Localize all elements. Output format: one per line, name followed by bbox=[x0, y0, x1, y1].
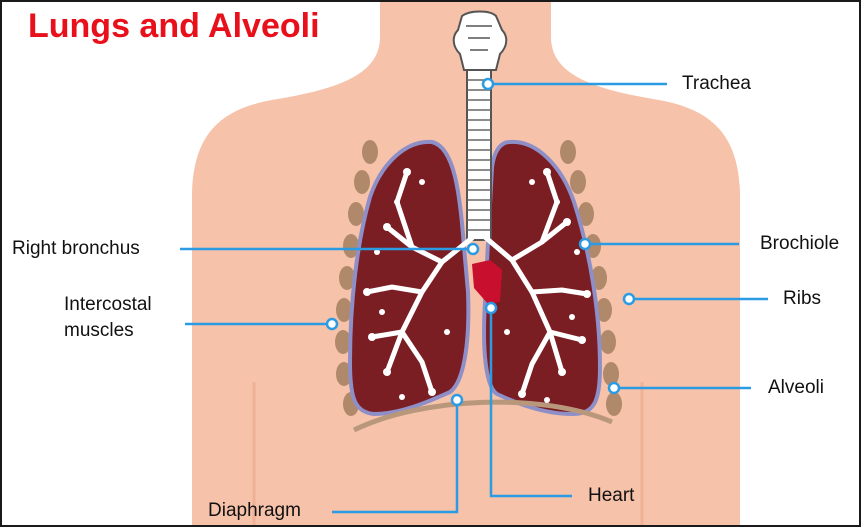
label-alveoli: Alveoli bbox=[768, 376, 824, 400]
slide-title: Lungs and Alveoli bbox=[28, 4, 320, 48]
label-diaphragm: Diaphragm bbox=[208, 499, 301, 523]
label-heart: Heart bbox=[588, 484, 634, 508]
label-intercostal-muscles: Intercostal muscles bbox=[64, 292, 214, 344]
label-brochiole: Brochiole bbox=[760, 232, 839, 256]
label-right-bronchus: Right bronchus bbox=[12, 237, 140, 261]
larynx bbox=[454, 12, 507, 71]
label-ribs: Ribs bbox=[783, 287, 821, 311]
trachea-tube bbox=[467, 70, 491, 240]
label-intercostal-line2: muscles bbox=[64, 318, 214, 344]
label-trachea: Trachea bbox=[682, 72, 751, 96]
label-intercostal-line1: Intercostal bbox=[64, 292, 214, 318]
